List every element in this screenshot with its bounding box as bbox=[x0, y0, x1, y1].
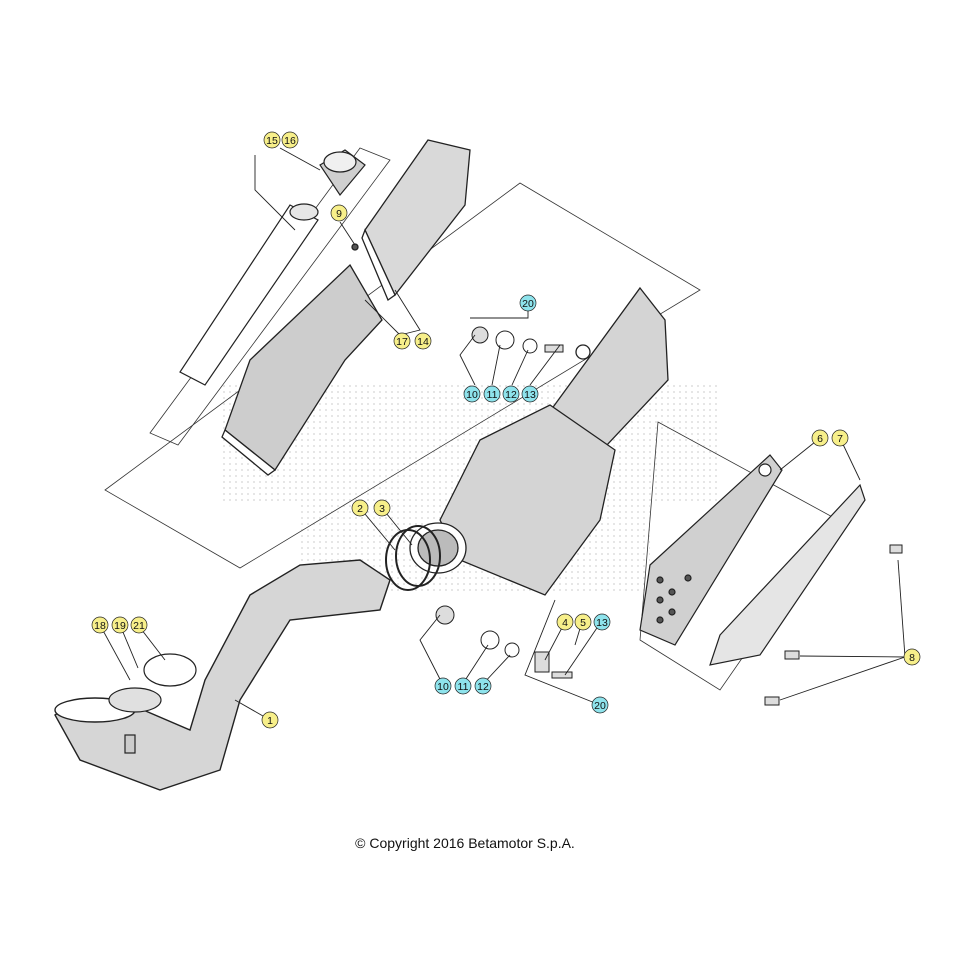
flange-parts bbox=[108, 653, 197, 754]
callout-17[interactable]: 17 bbox=[393, 332, 411, 350]
callout-21[interactable]: 21 bbox=[130, 616, 148, 634]
svg-text:6: 6 bbox=[817, 433, 823, 445]
callout-18[interactable]: 18 bbox=[91, 616, 109, 634]
copyright-notice: © Copyright 2016 Betamotor S.p.A. bbox=[355, 835, 575, 851]
callout-20-top[interactable]: 20 bbox=[519, 294, 537, 312]
callout-20-bottom[interactable]: 20 bbox=[591, 696, 609, 714]
callout-13-bottom[interactable]: 13 bbox=[593, 613, 611, 631]
callout-14[interactable]: 14 bbox=[414, 332, 432, 350]
svg-text:11: 11 bbox=[458, 681, 469, 693]
callout-2[interactable]: 2 bbox=[351, 499, 369, 517]
svg-text:20: 20 bbox=[594, 700, 606, 712]
callout-4[interactable]: 4 bbox=[556, 613, 574, 631]
svg-text:8: 8 bbox=[909, 652, 915, 664]
svg-text:18: 18 bbox=[94, 620, 106, 632]
svg-text:17: 17 bbox=[396, 336, 408, 348]
silencer-covers bbox=[221, 139, 471, 476]
callout-11-bottom[interactable]: 11 bbox=[454, 677, 472, 695]
callout-12-bottom[interactable]: 12 bbox=[474, 677, 492, 695]
callout-10-top[interactable]: 10 bbox=[463, 385, 481, 403]
svg-text:9: 9 bbox=[336, 208, 342, 220]
callout-19[interactable]: 19 bbox=[111, 616, 129, 634]
callout-6[interactable]: 6 bbox=[811, 429, 829, 447]
svg-text:12: 12 bbox=[505, 389, 517, 401]
svg-text:1: 1 bbox=[267, 715, 273, 727]
silencer-body bbox=[409, 286, 669, 596]
svg-text:13: 13 bbox=[524, 389, 536, 401]
svg-text:21: 21 bbox=[133, 620, 145, 632]
callout-8[interactable]: 8 bbox=[903, 648, 921, 666]
callout-12-top[interactable]: 12 bbox=[502, 385, 520, 403]
callout-7[interactable]: 7 bbox=[831, 429, 849, 447]
svg-text:10: 10 bbox=[437, 681, 449, 693]
header-pipe bbox=[54, 559, 391, 791]
svg-text:14: 14 bbox=[417, 336, 429, 348]
svg-text:4: 4 bbox=[562, 617, 568, 629]
svg-text:3: 3 bbox=[379, 503, 385, 515]
callout-11-top[interactable]: 11 bbox=[483, 385, 501, 403]
callout-1[interactable]: 1 bbox=[261, 711, 279, 729]
callout-5[interactable]: 5 bbox=[574, 613, 592, 631]
callout-10-bottom[interactable]: 10 bbox=[434, 677, 452, 695]
callout-labels: 15 16 9 17 14 20 10 11 12 13 6 7 2 3 8 1… bbox=[91, 131, 921, 729]
svg-text:2: 2 bbox=[357, 503, 363, 515]
callout-3[interactable]: 3 bbox=[373, 499, 391, 517]
callout-9[interactable]: 9 bbox=[330, 204, 348, 222]
svg-text:11: 11 bbox=[487, 389, 498, 401]
clamp-rings bbox=[385, 525, 441, 591]
svg-text:19: 19 bbox=[114, 620, 126, 632]
callout-15[interactable]: 15 bbox=[263, 131, 281, 149]
svg-text:5: 5 bbox=[580, 617, 586, 629]
callout-16[interactable]: 16 bbox=[281, 131, 299, 149]
svg-text:12: 12 bbox=[477, 681, 489, 693]
svg-text:7: 7 bbox=[837, 433, 843, 445]
hardware bbox=[435, 326, 903, 706]
tail-pipe bbox=[179, 149, 366, 386]
svg-text:13: 13 bbox=[596, 617, 608, 629]
svg-text:10: 10 bbox=[466, 389, 478, 401]
callout-13-top[interactable]: 13 bbox=[521, 385, 539, 403]
svg-text:20: 20 bbox=[522, 298, 534, 310]
heat-shields bbox=[639, 454, 866, 666]
svg-text:15: 15 bbox=[266, 135, 278, 147]
svg-text:16: 16 bbox=[284, 135, 296, 147]
